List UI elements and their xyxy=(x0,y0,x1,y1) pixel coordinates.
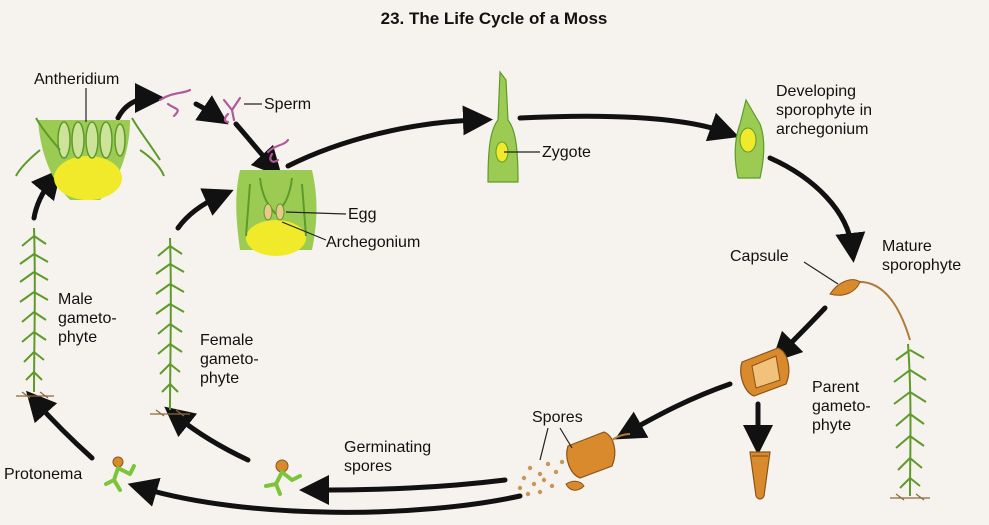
label-parent-line3: phyte xyxy=(812,417,851,434)
label-developing-line1: Developing xyxy=(776,83,856,100)
label-protonema: Protonema xyxy=(4,466,82,483)
capsule-releasing-illustration xyxy=(740,347,790,397)
antheridium-illustration xyxy=(15,88,165,200)
sperm-illustration xyxy=(158,88,290,163)
label-sperm: Sperm xyxy=(264,96,311,113)
arrow-sperm-to-archegonium xyxy=(233,121,283,178)
arrow-spores-to-germinating xyxy=(299,474,508,505)
arrow-protonema-to-male xyxy=(26,390,95,461)
mature-sporophyte-illustration xyxy=(803,261,911,341)
capsule-empty-illustration xyxy=(749,451,771,500)
arrow-female-to-archegonium xyxy=(175,188,234,231)
female-gametophyte-illustration xyxy=(150,237,190,417)
arrow-antheridium-to-sperm xyxy=(115,83,165,121)
label-parent-line2: gameto- xyxy=(812,398,871,415)
label-antheridium: Antheridium xyxy=(34,71,119,88)
label-male-line3: phyte xyxy=(58,329,97,346)
label-capsule: Capsule xyxy=(730,248,789,265)
label-female-line2: gameto- xyxy=(200,351,259,368)
germinating-spores-illustration xyxy=(264,459,302,496)
archegonium-illustration xyxy=(236,170,347,256)
arrow-developing-to-mature xyxy=(767,155,866,263)
label-female-line1: Female xyxy=(200,332,253,349)
arrow-capsule-to-spores xyxy=(614,381,733,440)
arrow-zygote-to-developing xyxy=(517,112,740,142)
diagram-title: 23. The Life Cycle of a Moss xyxy=(381,9,608,28)
arrow-sperm-to-sperm xyxy=(193,95,229,125)
protonema-illustration xyxy=(104,456,136,492)
cycle-arrows xyxy=(26,83,866,515)
arrow-germinating-to-female xyxy=(164,406,251,463)
arrow-male-to-antheridium xyxy=(30,168,62,221)
label-spores: Spores xyxy=(532,409,583,426)
label-developing-line3: archegonium xyxy=(776,121,869,138)
label-archegonium: Archegonium xyxy=(326,234,420,251)
spore-capsule-illustration xyxy=(565,431,631,491)
zygote-illustration xyxy=(487,70,540,183)
developing-sporophyte-illustration xyxy=(734,98,765,179)
label-mature-line2: sporophyte xyxy=(882,257,961,274)
male-gametophyte-illustration xyxy=(16,227,54,399)
label-developing-line2: sporophyte in xyxy=(776,102,872,119)
arrow-spores-to-protonema xyxy=(127,477,523,515)
label-egg: Egg xyxy=(348,206,376,223)
arrow-capsule-to-release xyxy=(771,305,828,363)
label-male-line2: gameto- xyxy=(58,310,117,327)
label-female-line3: phyte xyxy=(200,370,239,387)
label-germinating-line2: spores xyxy=(344,458,392,475)
label-parent-line1: Parent xyxy=(812,379,860,396)
label-germinating-line1: Germinating xyxy=(344,439,431,456)
arrow-fertilization-to-zygote xyxy=(285,105,493,169)
label-mature-line1: Mature xyxy=(882,238,932,255)
label-male-line1: Male xyxy=(58,291,93,308)
spores-scatter xyxy=(517,459,565,497)
label-zygote: Zygote xyxy=(542,144,591,161)
parent-gametophyte-illustration xyxy=(890,343,930,501)
